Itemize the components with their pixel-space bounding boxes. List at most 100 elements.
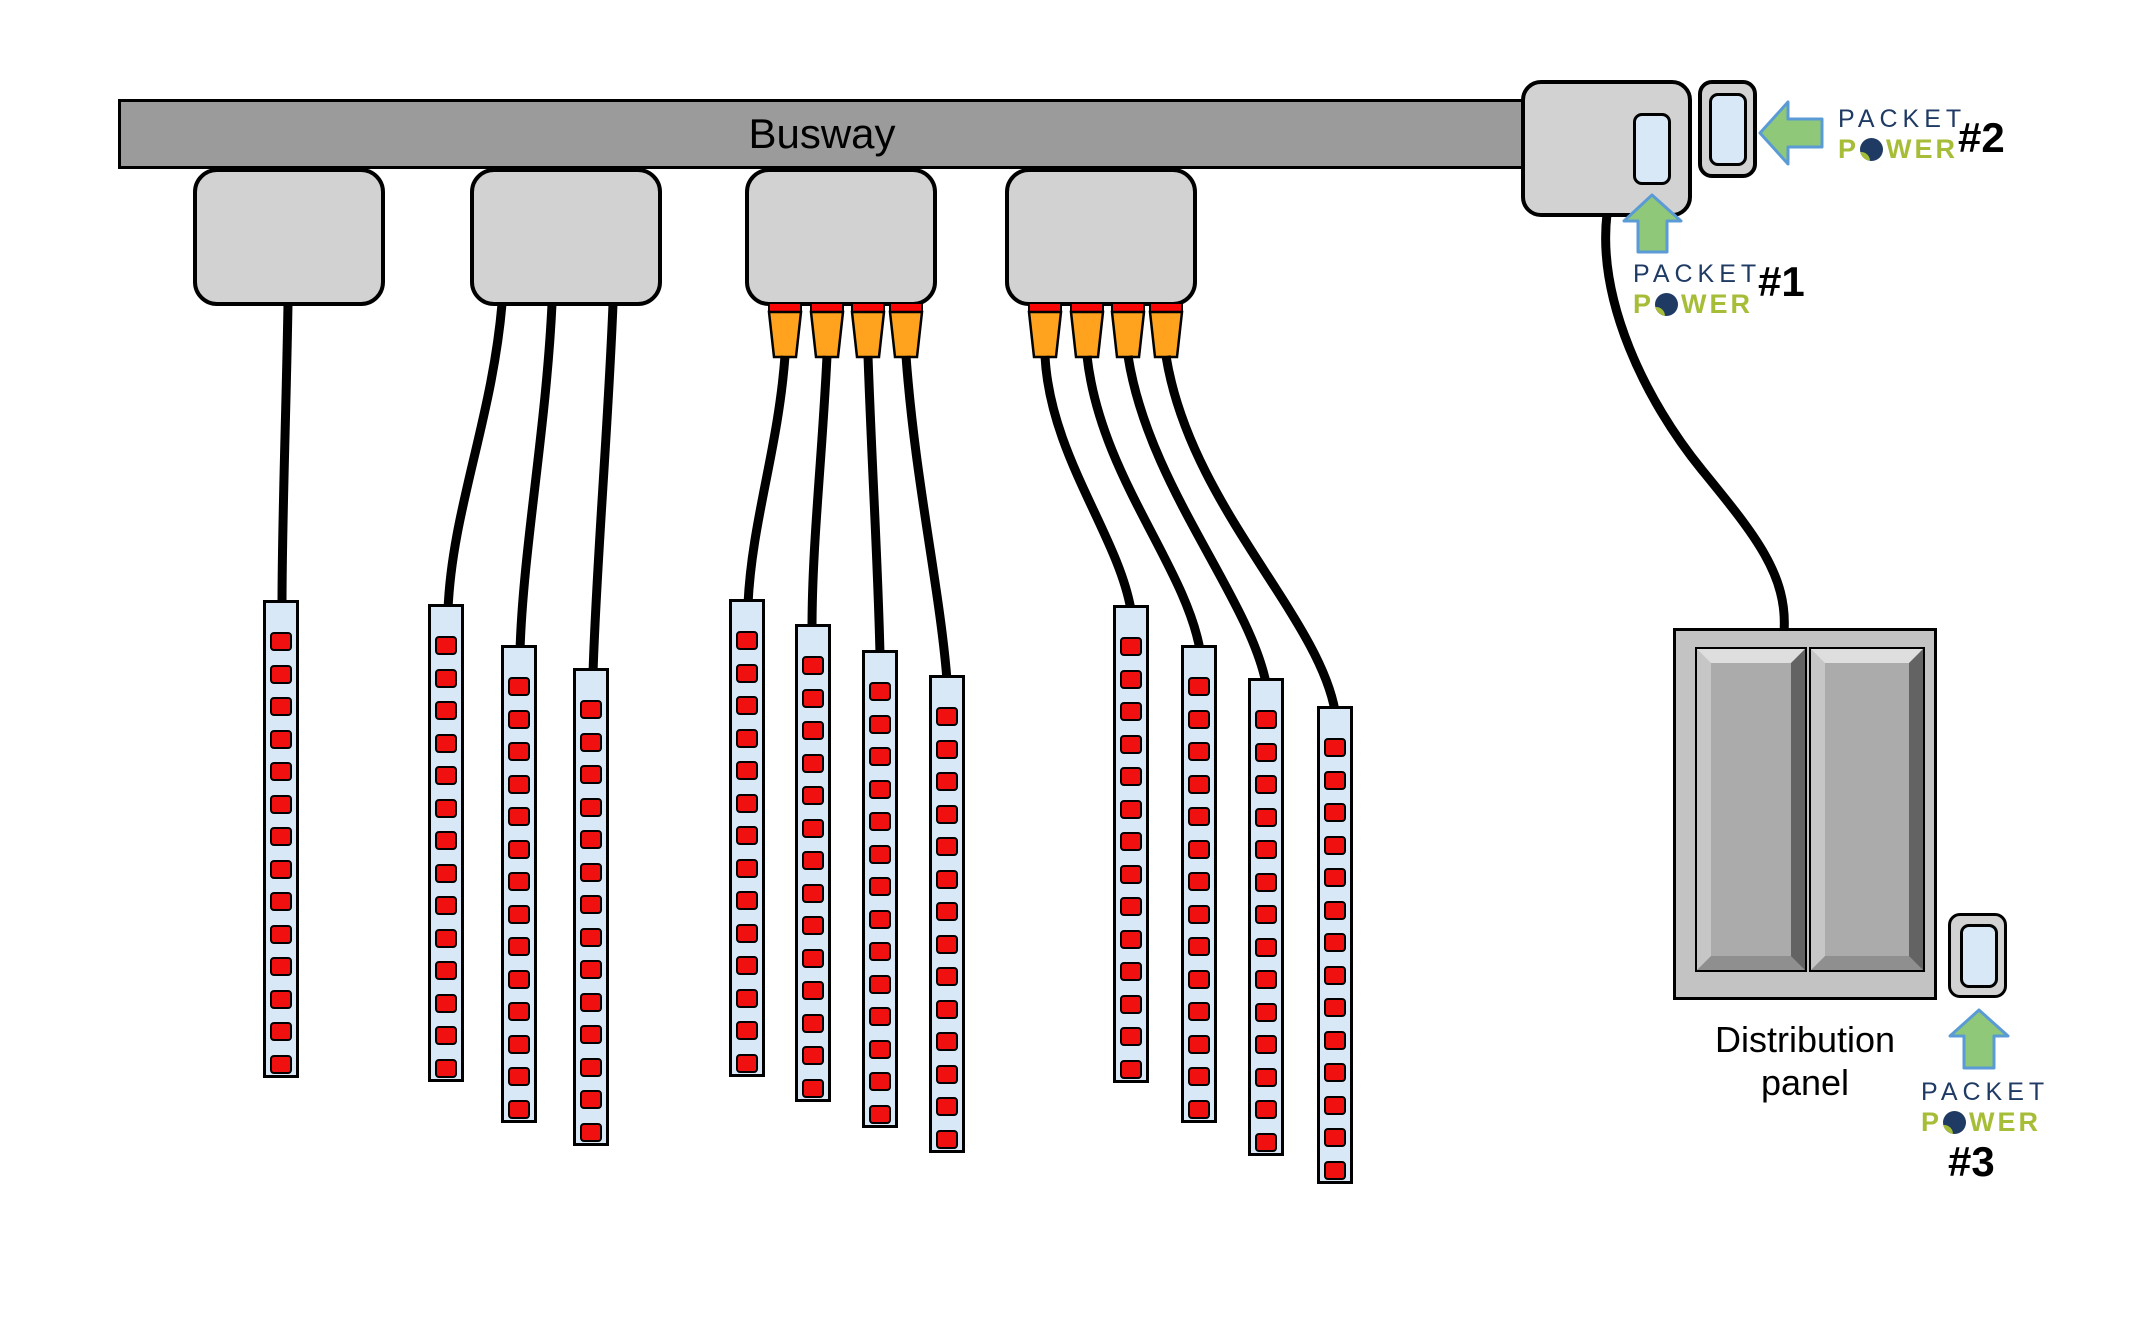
outlet	[1255, 1132, 1277, 1152]
outlet	[736, 631, 758, 650]
outlet	[1120, 669, 1142, 689]
outlet	[508, 1099, 530, 1119]
outlet	[1324, 965, 1346, 985]
outlet	[508, 872, 530, 891]
outlet	[435, 636, 457, 655]
outlet	[508, 742, 530, 761]
outlet	[869, 812, 891, 831]
outlet	[1255, 905, 1277, 924]
connector-collar	[768, 302, 802, 313]
panel-door-right-face	[1811, 649, 1923, 970]
outlet	[1188, 872, 1210, 891]
outlet	[435, 733, 457, 753]
outlet	[1120, 929, 1142, 949]
power-cable	[588, 303, 618, 675]
plug-connector-icon	[888, 310, 924, 359]
outlet	[736, 761, 758, 780]
power-cable	[743, 355, 790, 605]
outlet	[1255, 872, 1277, 892]
power-cable	[515, 303, 557, 652]
outlet	[936, 739, 958, 759]
outlet	[435, 896, 457, 915]
outlet	[736, 826, 758, 845]
panel-door-left-face	[1697, 649, 1805, 970]
outlet	[1120, 702, 1142, 721]
outlet	[936, 707, 958, 726]
outlet	[736, 988, 758, 1008]
busway-end-monitor-box	[1521, 80, 1692, 217]
outlet	[1255, 775, 1277, 794]
logo-packet-text: PACKET	[1838, 105, 1967, 133]
panel-door-left	[1695, 647, 1807, 972]
globe-icon	[1655, 293, 1679, 316]
outlet	[1120, 767, 1142, 786]
outlet	[580, 1090, 602, 1109]
outlet	[270, 827, 292, 846]
outlet	[1324, 803, 1346, 822]
outlet	[270, 664, 292, 684]
left-arrow-icon-2	[1758, 100, 1824, 166]
outlet	[1255, 1067, 1277, 1087]
outlet	[508, 774, 530, 794]
outlet	[508, 1067, 530, 1086]
power-strip	[795, 624, 831, 1102]
outlet	[802, 1013, 824, 1033]
outlet	[1255, 1002, 1277, 1022]
power-strip	[1248, 678, 1284, 1156]
outlet	[1120, 734, 1142, 754]
outlet	[270, 762, 292, 781]
outlet	[508, 839, 530, 859]
monitor-tag-3: #3	[1948, 1138, 1995, 1185]
outlet	[580, 1122, 602, 1142]
power-strip	[573, 668, 609, 1146]
outlet	[435, 668, 457, 688]
outlet	[1120, 962, 1142, 981]
outlet	[1120, 832, 1142, 851]
power-strip	[1181, 645, 1217, 1123]
outlet	[580, 732, 602, 752]
globe-icon	[1943, 1111, 1967, 1134]
power-strip	[428, 604, 464, 1082]
outlet	[1255, 807, 1277, 827]
outlet	[736, 1053, 758, 1073]
outlet	[736, 696, 758, 715]
outlet	[435, 1026, 457, 1045]
power-strip	[862, 650, 898, 1128]
outlet	[869, 747, 891, 766]
tap-3-box	[745, 168, 937, 306]
outlet	[508, 1034, 530, 1054]
outlet	[508, 904, 530, 924]
outlet	[736, 793, 758, 813]
outlet	[580, 960, 602, 979]
outlet	[936, 934, 958, 954]
outlet	[936, 1129, 958, 1149]
outlet	[869, 1104, 891, 1124]
tap-1-box	[193, 168, 385, 306]
outlet	[936, 1064, 958, 1084]
outlet	[1120, 897, 1142, 916]
outlet	[1120, 1059, 1142, 1079]
outlet	[580, 1057, 602, 1077]
outlet	[270, 1022, 292, 1041]
outlet	[936, 804, 958, 824]
connector-collar	[1070, 302, 1104, 313]
outlet	[508, 1002, 530, 1021]
plug-connector-icon	[1027, 310, 1063, 359]
outlet	[1188, 969, 1210, 989]
outlet	[1255, 1100, 1277, 1119]
power-cable	[443, 303, 507, 611]
outlet	[936, 869, 958, 889]
outlet	[508, 677, 530, 696]
outlet	[1188, 774, 1210, 794]
outlet	[936, 1097, 958, 1116]
outlet	[1255, 1035, 1277, 1054]
outlet	[802, 1078, 824, 1098]
outlet	[1188, 937, 1210, 956]
outlet	[270, 1054, 292, 1074]
outlet	[736, 858, 758, 878]
panel-monitor-node-3	[1948, 913, 2007, 998]
